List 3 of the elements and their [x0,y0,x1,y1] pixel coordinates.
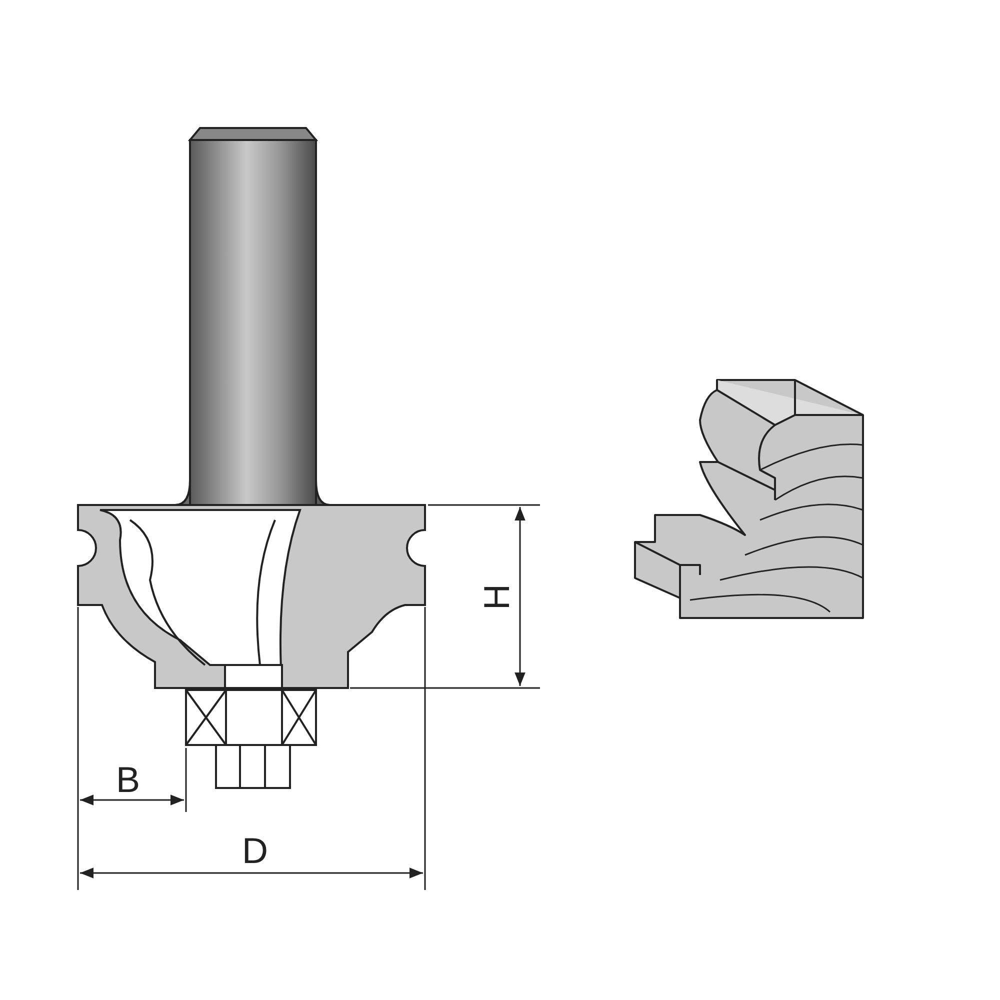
dimension-label: D [242,833,268,869]
dimension-label: H [479,584,515,610]
dimension-label: B [116,762,140,798]
